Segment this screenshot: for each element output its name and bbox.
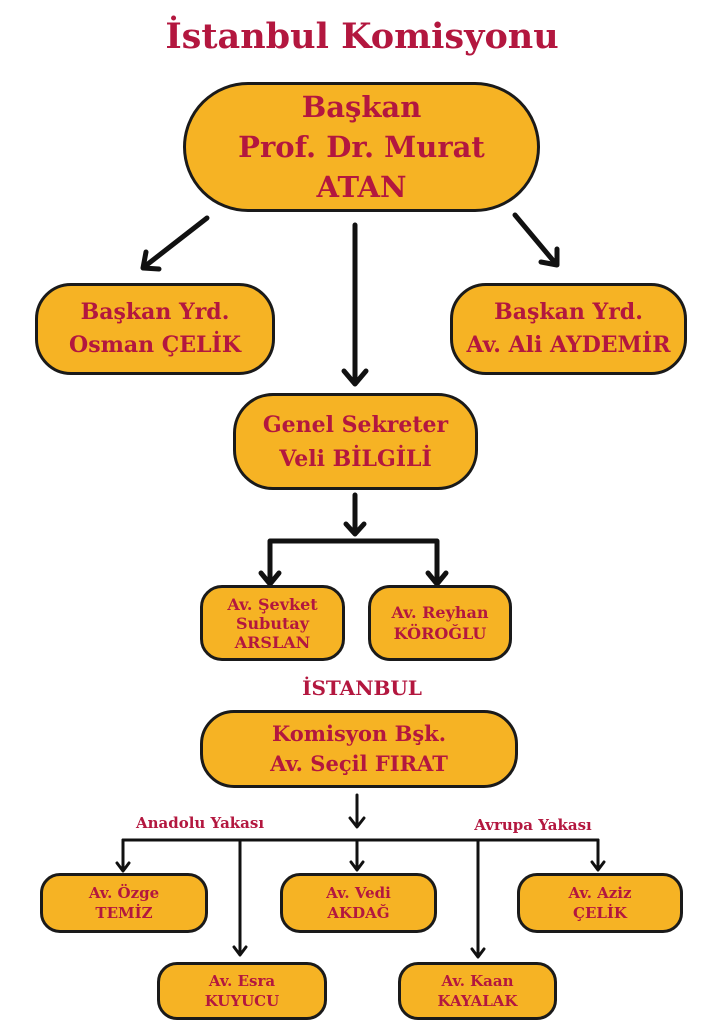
node-baskan-name: Prof. Dr. Murat <box>238 130 485 164</box>
node-baskan-role: Başkan <box>301 90 422 124</box>
node-role: Genel Sekreter <box>262 411 449 438</box>
node-name: Veli BİLGİLİ <box>279 445 432 472</box>
node-name-line-1: Av. Vedi <box>326 884 391 902</box>
node-name-line-2: AKDAĞ <box>327 904 390 922</box>
node-ozge: Av. Özge TEMİZ <box>40 873 208 933</box>
arrow-genel-sekreter-down <box>343 492 367 537</box>
node-name-line-1: Av. Reyhan <box>391 603 489 622</box>
node-sevket: Av. Şevket Subutay ARSLAN <box>200 585 345 661</box>
arrow-baskan-to-yrd-right <box>512 212 560 268</box>
node-baskan: Başkan Prof. Dr. Murat ATAN <box>183 82 540 212</box>
node-name-line-1: Av. Aziz <box>568 884 632 902</box>
node-esra: Av. Esra KUYUCU <box>157 962 327 1020</box>
arrow-to-vedi <box>349 838 365 872</box>
node-name-line-1: Av. Özge <box>88 884 160 902</box>
diagram-title: İstanbul Komisyonu <box>165 16 559 57</box>
node-baskan-surname: ATAN <box>316 170 407 204</box>
node-aziz: Av. Aziz ÇELİK <box>517 873 683 933</box>
arrow-baskan-to-genel-sekreter <box>341 222 369 387</box>
node-baskan-yrd-osman: Başkan Yrd. Osman ÇELİK <box>35 283 275 375</box>
node-name-line-3: ARSLAN <box>234 632 311 652</box>
arrow-to-kaan <box>470 838 486 959</box>
node-komisyon-bsk: Komisyon Bşk. Av. Seçil FIRAT <box>200 710 518 788</box>
node-name-line-2: TEMİZ <box>95 904 153 922</box>
side-label-avrupa: Avrupa Yakası <box>474 816 592 834</box>
node-name: Av. Ali AYDEMİR <box>466 332 671 358</box>
node-name: Osman ÇELİK <box>69 332 241 358</box>
node-baskan-yrd-ali: Başkan Yrd. Av. Ali AYDEMİR <box>450 283 687 375</box>
node-name-line-1: Av. Esra <box>208 972 276 990</box>
node-vedi: Av. Vedi AKDAĞ <box>280 873 437 933</box>
node-genel-sekreter: Genel Sekreter Veli BİLGİLİ <box>233 393 478 490</box>
node-name-line-2: ÇELİK <box>573 904 627 922</box>
node-name-line-1: Av. Şevket <box>227 594 318 614</box>
node-role: Başkan Yrd. <box>80 299 230 325</box>
arrow-to-sevket <box>258 570 282 587</box>
side-label-anadolu: Anadolu Yakası <box>135 814 265 832</box>
node-role: Komisyon Bşk. <box>271 721 447 746</box>
node-reyhan: Av. Reyhan KÖROĞLU <box>368 585 512 661</box>
arrow-to-aziz <box>590 838 606 872</box>
arrow-to-esra <box>232 838 248 957</box>
section-label-istanbul: İSTANBUL <box>302 676 422 700</box>
node-role: Başkan Yrd. <box>494 299 643 325</box>
branch-line-sekreter <box>267 538 440 585</box>
node-name-line-2: KUYUCU <box>204 992 280 1010</box>
node-kaan: Av. Kaan KAYALAK <box>398 962 557 1020</box>
node-name-line-2: KÖROĞLU <box>393 624 487 643</box>
arrow-komisyon-bsk-down <box>348 793 366 829</box>
node-name-line-1: Av. Kaan <box>441 972 514 990</box>
node-name-line-2: KAYALAK <box>437 992 518 1010</box>
node-name: Av. Seçil FIRAT <box>270 751 448 776</box>
arrow-baskan-to-yrd-left <box>140 215 210 272</box>
arrow-to-reyhan <box>425 570 449 587</box>
arrow-to-ozge <box>115 838 131 873</box>
node-name-line-2: Subutay <box>235 613 310 633</box>
